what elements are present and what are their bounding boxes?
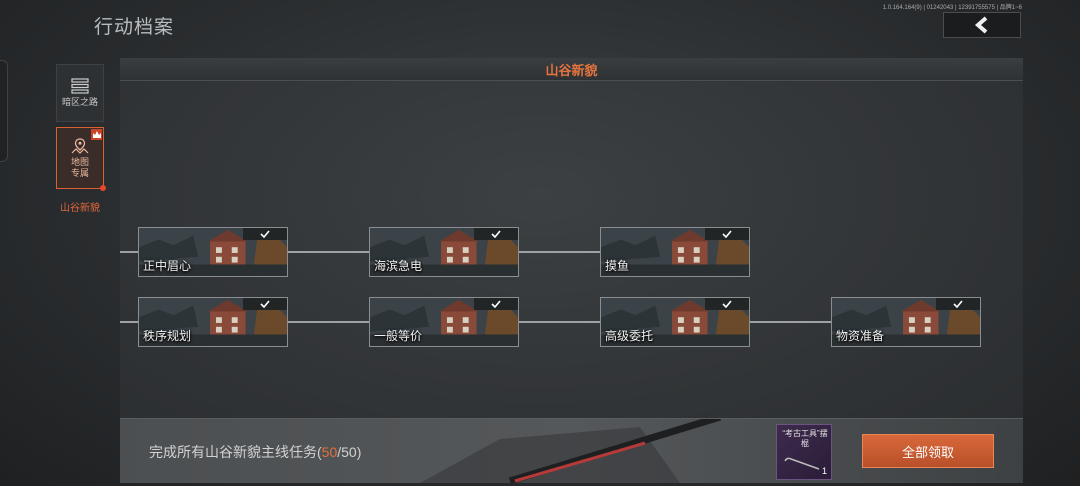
sidebar-item-map-exclusive[interactable]: 地图 专属: [56, 127, 106, 191]
quest-node[interactable]: 摸鱼: [600, 227, 750, 277]
connector-line: [519, 321, 600, 323]
completed-check: [936, 298, 980, 310]
left-drawer-handle[interactable]: [0, 60, 8, 162]
version-info: 1.0.164.164(9) | 01242043 | 12391755575 …: [882, 5, 1022, 11]
house-scene-image: [370, 228, 518, 276]
menu-list-icon: [71, 78, 89, 94]
reward-item[interactable]: “考古工具”摆棍 1: [776, 424, 832, 480]
sidebar-subitem-valley[interactable]: 山谷新貌: [60, 203, 100, 214]
completed-check: [243, 298, 287, 310]
claim-all-button[interactable]: 全部领取: [862, 434, 994, 468]
connector-line: [288, 321, 369, 323]
completed-check: [243, 228, 287, 240]
check-icon: [260, 300, 270, 308]
quest-node[interactable]: 一般等价: [369, 297, 519, 347]
check-icon: [722, 230, 732, 238]
connector-line: [120, 321, 138, 323]
quest-node-name: 秩序规划: [143, 329, 192, 343]
progress-total: /50): [337, 444, 362, 460]
check-icon: [491, 300, 501, 308]
connector-line: [288, 251, 369, 253]
quest-node-name: 物资准备: [836, 329, 885, 343]
quest-node[interactable]: 物资准备: [831, 297, 981, 347]
check-icon: [953, 300, 963, 308]
quest-node[interactable]: 海滨急电: [369, 227, 519, 277]
connector-line: [519, 251, 600, 253]
chevron-left-icon: [974, 16, 988, 34]
connector-line: [120, 251, 138, 253]
progress-count: 50: [321, 444, 338, 460]
back-button[interactable]: [943, 12, 1021, 38]
sidebar-item-label: 地图 专属: [70, 156, 89, 178]
house-scene-image: [601, 298, 749, 346]
quest-node-name: 一般等价: [374, 329, 423, 343]
crowbar-banner-image: [420, 419, 722, 483]
crowbar-icon: [784, 457, 820, 470]
completed-check: [474, 298, 518, 310]
sidebar: 暗区之路 地图 专属 山谷新貌: [56, 64, 106, 214]
completed-check: [705, 228, 749, 240]
crown-icon: [91, 129, 102, 140]
reward-name: “考古工具”摆棍: [782, 429, 828, 448]
sidebar-item-label: 暗区之路: [61, 97, 98, 107]
quest-node[interactable]: 秩序规划: [138, 297, 288, 347]
completed-check: [474, 228, 518, 240]
connector-line: [750, 321, 831, 323]
completion-message: 完成所有山谷新貌主线任务(50/50): [149, 442, 361, 462]
check-icon: [260, 230, 270, 238]
house-scene-image: [601, 228, 749, 276]
notification-dot: [100, 185, 106, 191]
reward-footer: 完成所有山谷新貌主线任务(50/50) “考古工具”摆棍 1 全部领取: [120, 418, 1023, 483]
page-title: 行动档案: [94, 17, 175, 38]
panel-header: 山谷新貌: [120, 58, 1023, 81]
quest-node-name: 海滨急电: [374, 259, 423, 273]
quest-node[interactable]: 高级委托: [600, 297, 750, 347]
message-text: 完成所有山谷新貌主线任务(: [149, 444, 322, 460]
quest-node[interactable]: 正中眉心: [138, 227, 288, 277]
house-scene-image: [370, 298, 518, 346]
quest-node-name: 摸鱼: [605, 259, 630, 273]
sidebar-item-dark-zone-road[interactable]: 暗区之路: [56, 64, 104, 122]
quest-node-name: 高级委托: [605, 329, 654, 343]
map-pin-icon: [71, 137, 89, 154]
reward-quantity: 1: [821, 466, 827, 476]
check-icon: [491, 230, 501, 238]
completed-check: [705, 298, 749, 310]
check-icon: [722, 300, 732, 308]
quest-node-name: 正中眉心: [143, 259, 192, 273]
